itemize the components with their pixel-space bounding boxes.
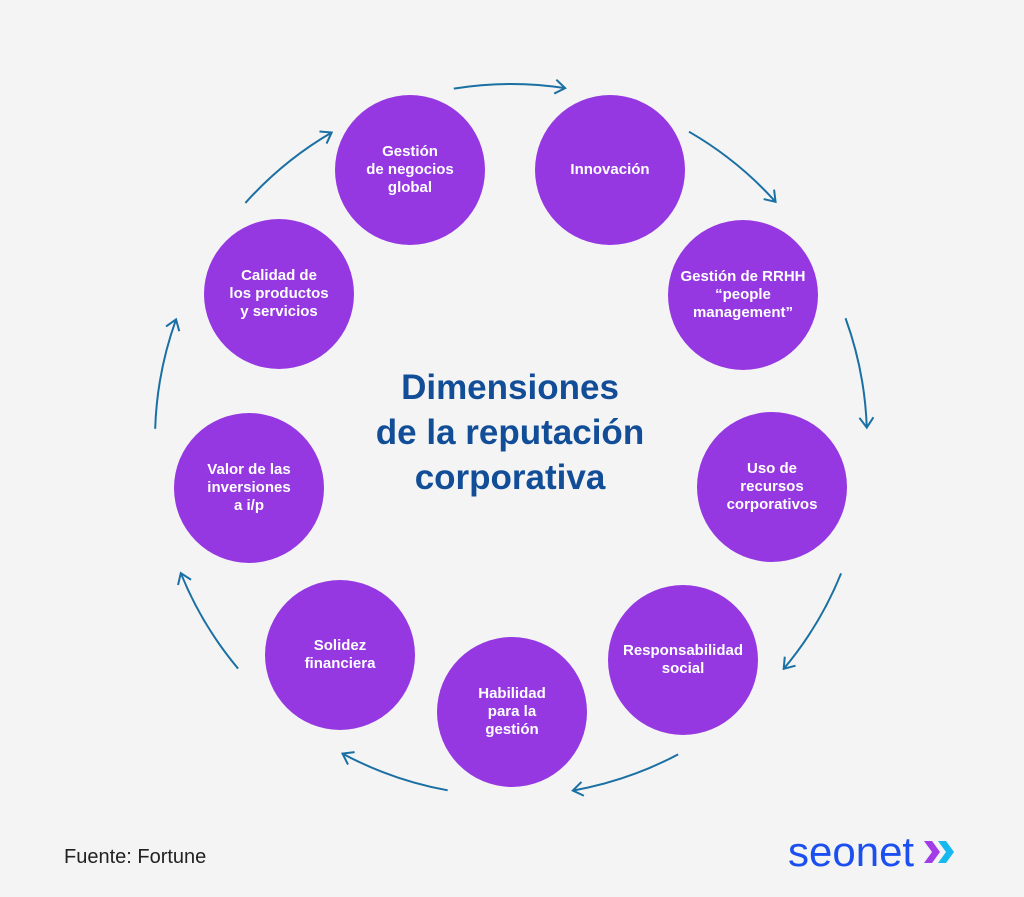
logo-text: seonet (788, 828, 915, 875)
node-innovacion: Innovación (535, 95, 685, 245)
cycle-arrow (572, 753, 679, 792)
source-note: Fuente: Fortune (64, 846, 207, 868)
cycle-arrow (782, 572, 843, 670)
node-uso-recursos: Uso de recursos corporativos (697, 412, 847, 562)
cycle-arrow (453, 83, 566, 90)
arrowhead-icon (858, 416, 875, 430)
arrowhead-icon (763, 189, 777, 204)
arrowhead-icon (571, 781, 585, 797)
seonet-logo: seonet (788, 828, 962, 876)
arrowhead-icon (553, 78, 567, 95)
chevron-logo-icon (924, 841, 955, 863)
node-solidez: Solidez financiera (265, 580, 415, 730)
arrowhead-icon (319, 130, 334, 144)
node-responsabilidad: Responsabilidad social (608, 585, 758, 735)
cycle-arrow (154, 319, 177, 429)
diagram-title: Dimensiones de la reputación corporativa (375, 368, 645, 497)
cycle-arrow (688, 130, 777, 203)
cycle-arrow (844, 317, 868, 428)
cycle-arrow (342, 752, 448, 792)
node-gestion-negocios: Gestión de negocios global (335, 95, 485, 245)
node-calidad: Calidad de los productos y servicios (204, 219, 354, 369)
arrowhead-icon (340, 751, 355, 765)
node-rrhh: Gestión de RRHH “people management” (668, 220, 818, 370)
node-valor-inversiones: Valor de las inversiones a i/p (174, 413, 324, 563)
arrowhead-icon (782, 656, 796, 671)
arrowhead-icon (165, 317, 181, 332)
node-habilidad: Habilidad para la gestión (437, 637, 587, 787)
arrowhead-icon (177, 571, 192, 586)
cycle-arrow (179, 572, 239, 670)
cycle-arrow (244, 131, 333, 204)
